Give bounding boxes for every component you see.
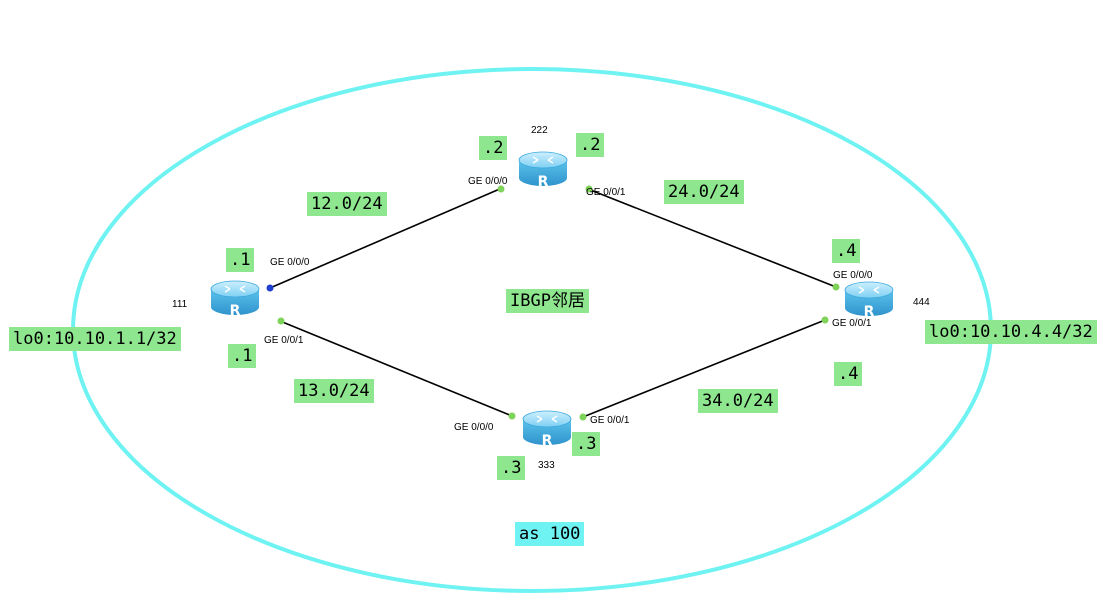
network-label-12: 12.0/24 [307,192,387,216]
ip-label-r3-link13: .3 [497,456,526,480]
ip-label-r1-link12: .1 [226,248,255,272]
router-name-333: 333 [538,460,555,471]
ip-label-r4-link34: .4 [834,362,863,386]
router-222-icon[interactable]: R [518,151,568,190]
link-34 [582,319,826,418]
link-24 [587,188,837,288]
port-label-r1-link13: GE 0/0/1 [264,335,304,346]
network-label-24: 24.0/24 [664,180,744,204]
router-111-icon[interactable]: R [210,280,260,319]
port-dot-r1-ge001 [277,317,285,325]
as-number-label: as 100 [515,522,585,546]
port-dot-r2-ge001 [585,185,593,193]
network-label-34: 34.0/24 [698,389,778,413]
port-dot-r4-ge001 [821,316,829,324]
router-glyph: R [864,304,875,320]
port-dot-r4-ge000 [832,283,840,291]
port-label-r2-link12: GE 0/0/0 [468,176,508,187]
ip-label-r3-link34: .3 [572,432,601,456]
ip-label-r2-link24: .2 [576,133,605,157]
network-label-13: 13.0/24 [294,379,374,403]
port-dot-r2-ge000 [497,185,505,193]
router-name-222: 222 [531,125,548,136]
ip-label-r4-link24: .4 [832,239,861,263]
router-glyph: R [230,303,241,319]
router-333-icon[interactable]: R [522,410,572,449]
port-dot-r1-ge000 [266,284,274,292]
port-label-r1-link12: GE 0/0/0 [270,257,310,268]
port-dot-r3-ge001 [579,413,587,421]
router-444-icon[interactable]: R [844,281,894,320]
port-label-r4-link24: GE 0/0/0 [833,270,873,281]
port-label-r2-link24: GE 0/0/1 [586,187,626,198]
port-dot-r3-ge000 [508,412,516,420]
port-label-r3-link34: GE 0/0/1 [590,415,630,426]
router-glyph: R [538,174,549,190]
ibgp-neighbor-label: IBGP邻居 [506,289,589,313]
loopback-label-r4: lo0:10.10.4.4/32 [925,320,1097,344]
ip-label-r1-link13: .1 [228,344,257,368]
link-12 [269,187,503,289]
as-boundary-ellipse [71,67,993,593]
router-name-444: 444 [913,297,930,308]
port-label-r4-link34: GE 0/0/1 [832,318,872,329]
ip-label-r2-link12: .2 [479,136,508,160]
router-name-111: 111 [172,299,188,310]
port-label-r3-link13: GE 0/0/0 [454,422,494,433]
loopback-label-r1: lo0:10.10.1.1/32 [9,327,181,351]
link-13 [279,320,513,417]
router-glyph: R [542,433,553,449]
